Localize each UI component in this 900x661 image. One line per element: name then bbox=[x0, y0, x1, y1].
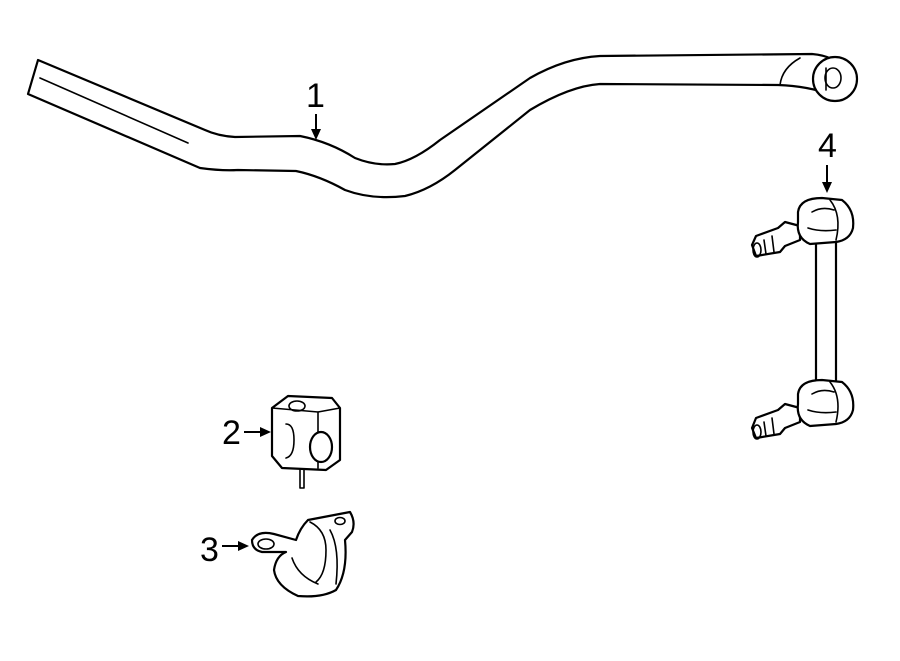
stabilizer-link bbox=[750, 196, 855, 440]
callout-1: 1 bbox=[306, 77, 325, 140]
callout-3-label: 3 bbox=[200, 531, 219, 569]
stabilizer-bar bbox=[26, 52, 859, 199]
bracket bbox=[250, 510, 355, 598]
callout-2-label: 2 bbox=[222, 414, 241, 452]
callout-4-label: 4 bbox=[818, 127, 837, 165]
callout-1-label: 1 bbox=[306, 77, 325, 115]
callout-3: 3 bbox=[200, 531, 249, 569]
callout-2: 2 bbox=[222, 414, 271, 452]
callout-4: 4 bbox=[818, 127, 837, 193]
bushing bbox=[270, 394, 342, 489]
